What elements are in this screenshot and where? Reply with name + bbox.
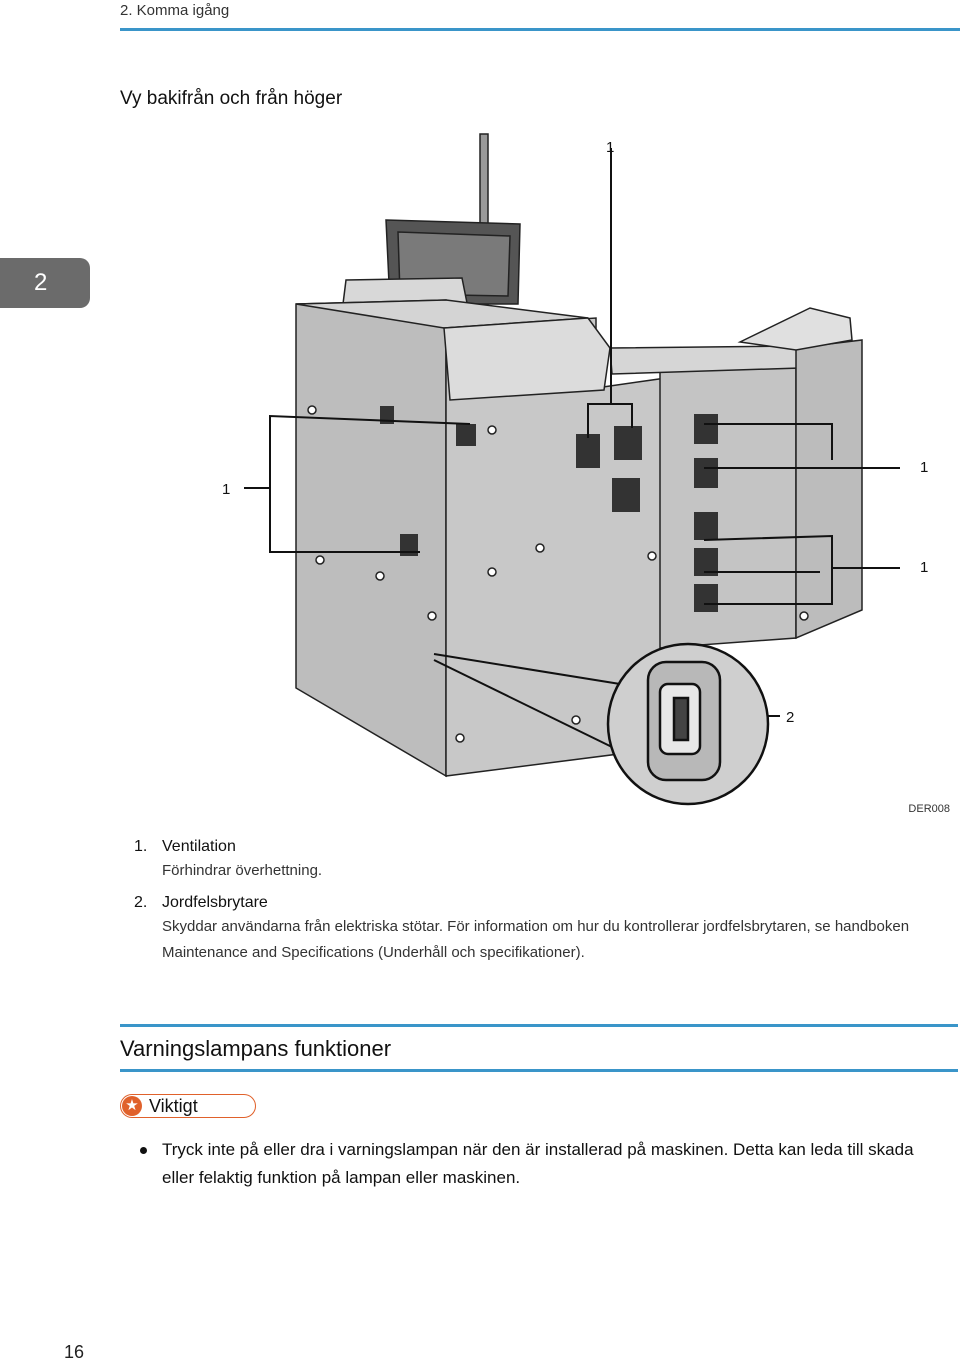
callout-2: 2 <box>786 709 794 726</box>
bullet-item: Tryck inte på eller dra i varningslampan… <box>134 1136 934 1192</box>
section-title: Varningslampans funktioner <box>120 1024 958 1072</box>
callout-1-left: 1 <box>222 481 230 498</box>
header-rule <box>120 28 960 31</box>
list-item: 1. Ventilation Förhindrar överhettning. <box>134 836 934 884</box>
item-description: Förhindrar överhettning. <box>162 862 323 879</box>
machine-rear-figure: 1 1 1 1 2 <box>200 128 960 820</box>
running-head: 2. Komma igång <box>120 2 230 19</box>
view-title: Vy bakifrån och från höger <box>120 88 343 109</box>
figure-code: DER008 <box>908 803 950 815</box>
item-list: 1. Ventilation Förhindrar överhettning. 2… <box>134 836 934 966</box>
important-badge: ★ Viktigt <box>120 1094 256 1118</box>
callout-1-right-lower: 1 <box>920 559 928 576</box>
chapter-tab: 2 <box>0 258 90 308</box>
item-number: 1. <box>134 838 148 855</box>
callout-1-top: 1 <box>606 139 614 156</box>
bullet-dot-icon <box>140 1147 147 1154</box>
bullet-list: Tryck inte på eller dra i varningslampan… <box>134 1136 934 1192</box>
important-label: Viktigt <box>149 1096 198 1116</box>
item-title: Ventilation <box>162 838 236 855</box>
page-number: 16 <box>64 1342 85 1362</box>
bullet-text: Tryck inte på eller dra i varningslampan… <box>162 1140 914 1187</box>
item-number: 2. <box>134 894 148 911</box>
list-item: 2. Jordfelsbrytare Skyddar användarna frå… <box>134 892 934 966</box>
item-description: Skyddar användarna från elektriska stöta… <box>162 918 910 961</box>
item-title: Jordfelsbrytare <box>162 894 268 911</box>
callout-1-right-upper: 1 <box>920 459 928 476</box>
machine-illustration: 1 1 1 1 2 <box>222 133 928 806</box>
star-icon: ★ <box>122 1096 142 1116</box>
